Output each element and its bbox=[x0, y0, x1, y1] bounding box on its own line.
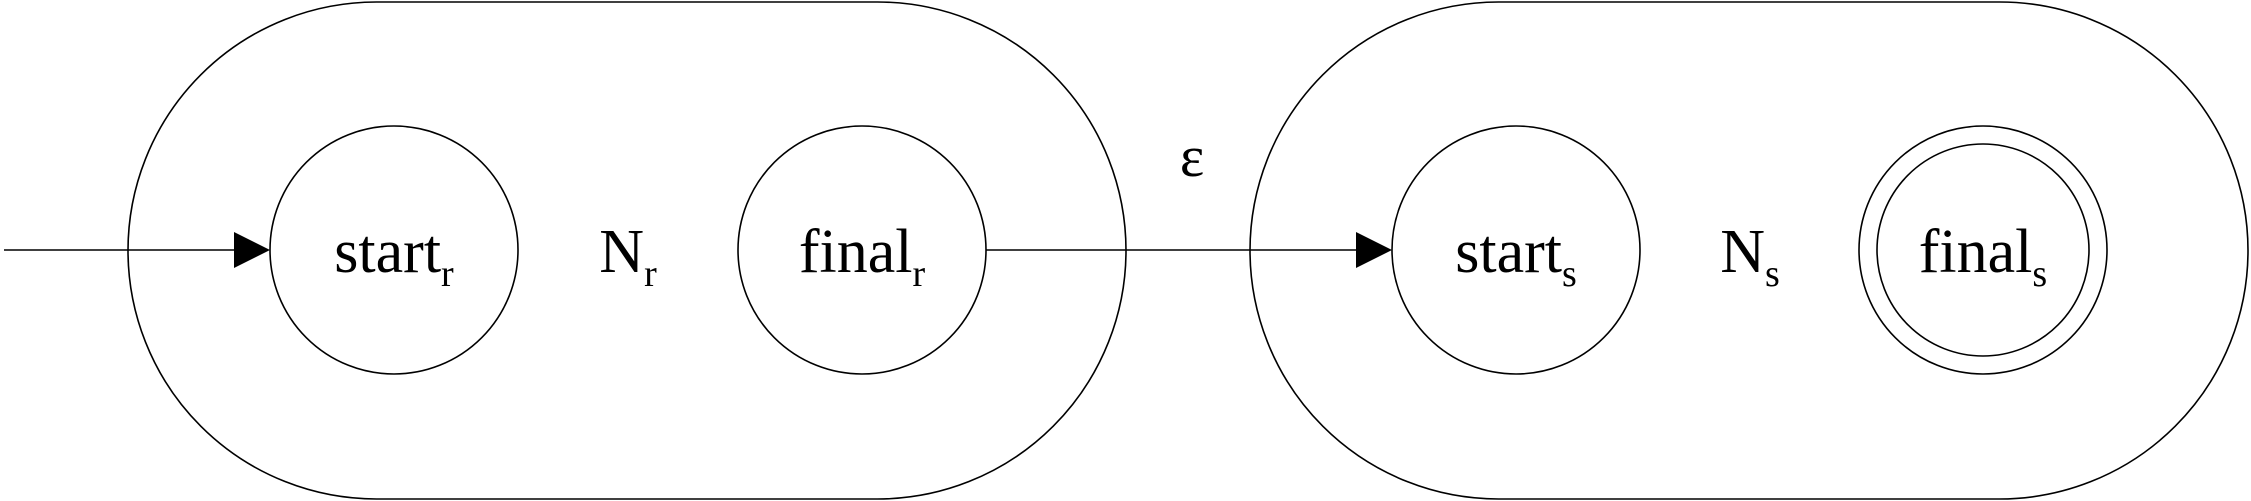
state-final-s-label-main: final bbox=[1919, 218, 2033, 286]
nfa-r-name: Nr bbox=[599, 218, 657, 295]
state-final-r-label-sub: r bbox=[912, 253, 925, 295]
state-start-r-label-main: start bbox=[334, 218, 441, 286]
state-final-s-outer bbox=[1858, 125, 2108, 375]
entry-arrowhead bbox=[234, 232, 270, 268]
state-start-s-label-sub: s bbox=[1562, 253, 1577, 295]
state-final-s-inner bbox=[1876, 143, 2090, 357]
epsilon-label: ε bbox=[1180, 124, 1204, 189]
nfa-r-name-main: N bbox=[599, 218, 644, 286]
epsilon-arrowhead bbox=[1356, 232, 1392, 268]
state-final-s-label-sub: s bbox=[2032, 253, 2047, 295]
state-final-r bbox=[737, 125, 987, 375]
state-start-s-label-main: start bbox=[1455, 218, 1562, 286]
state-start-s-label: starts bbox=[1455, 218, 1577, 295]
state-start-s bbox=[1391, 125, 1641, 375]
nfa-s-name: Ns bbox=[1720, 218, 1780, 295]
state-start-r bbox=[269, 125, 519, 375]
nfa-s-name-sub: s bbox=[1765, 253, 1780, 295]
state-final-r-label: finalr bbox=[799, 218, 926, 295]
state-start-r-label: startr bbox=[334, 218, 454, 295]
nfa-r-name-sub: r bbox=[644, 253, 657, 295]
state-final-s-label: finals bbox=[1919, 218, 2047, 295]
nfa-s-name-main: N bbox=[1720, 218, 1765, 286]
state-final-r-label-main: final bbox=[799, 218, 913, 286]
state-start-r-label-sub: r bbox=[441, 253, 454, 295]
